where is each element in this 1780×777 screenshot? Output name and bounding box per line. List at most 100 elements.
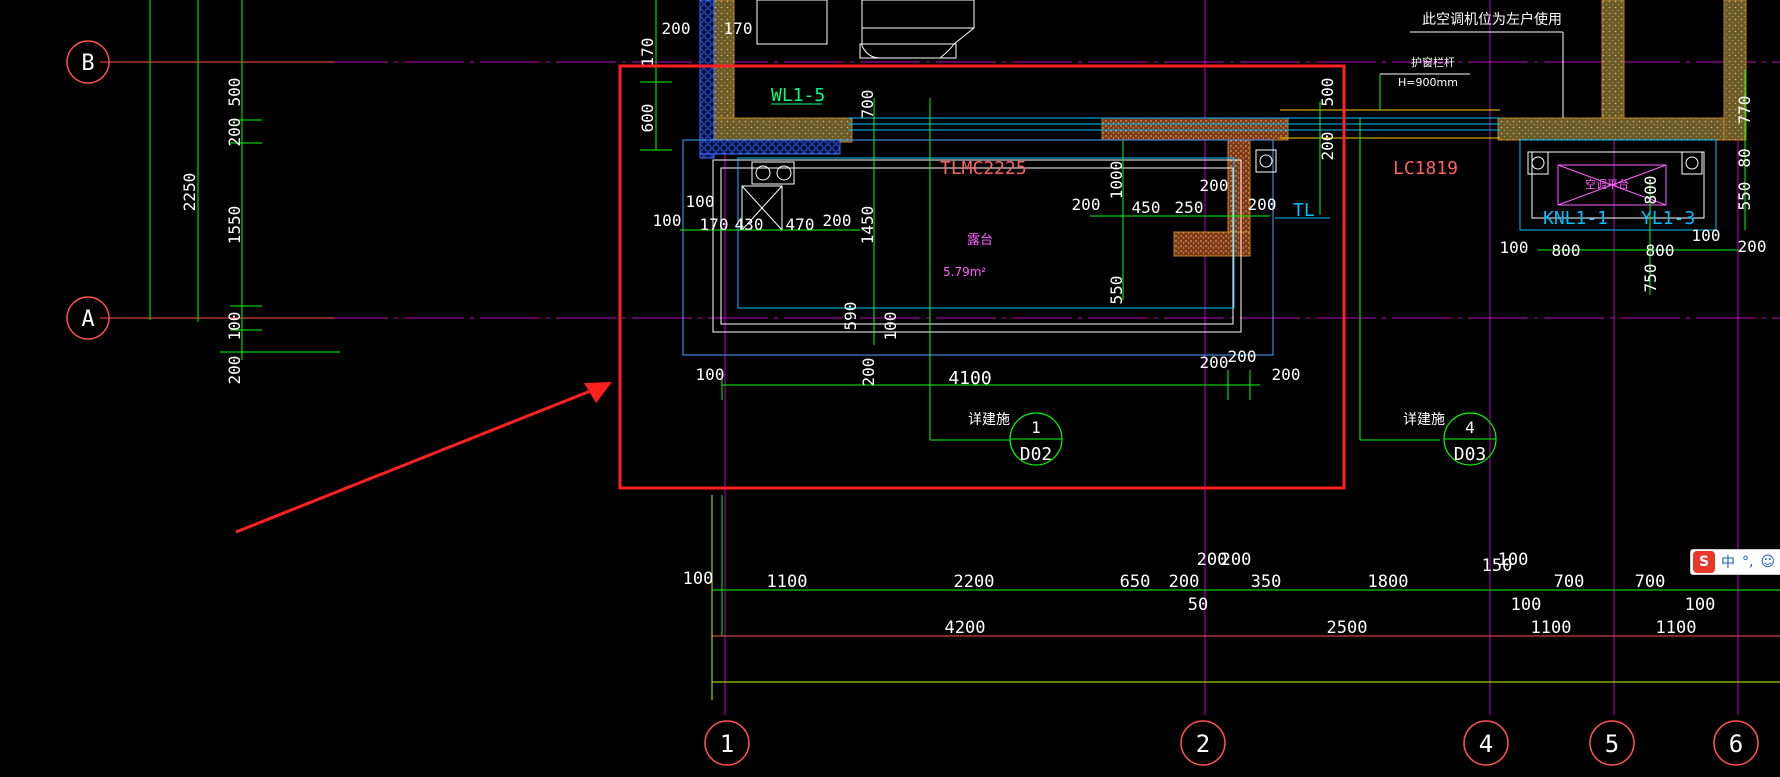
svg-text:170: 170 <box>638 38 657 67</box>
svg-text:100: 100 <box>653 211 682 230</box>
svg-text:200: 200 <box>1248 195 1277 214</box>
rail-note: 护窗栏杆 <box>1411 55 1455 69</box>
walls <box>699 0 1747 257</box>
svg-text:1100: 1100 <box>767 572 808 592</box>
tag-window: LC1819 <box>1393 158 1458 179</box>
svg-text:1000: 1000 <box>1107 161 1126 200</box>
tag-tl: TL <box>1293 200 1315 221</box>
svg-text:170: 170 <box>724 19 753 38</box>
svg-text:1: 1 <box>720 730 734 758</box>
svg-text:500: 500 <box>1318 78 1337 107</box>
svg-text:D03: D03 <box>1454 444 1487 465</box>
svg-text:550: 550 <box>1735 182 1754 211</box>
svg-text:100: 100 <box>1692 226 1721 245</box>
svg-text:150: 150 <box>1482 556 1513 576</box>
svg-text:80: 80 <box>1735 148 1754 167</box>
svg-text:750: 750 <box>1641 264 1660 293</box>
svg-text:700: 700 <box>1554 572 1585 592</box>
ime-emoji-icon[interactable]: ☺ <box>1760 554 1776 570</box>
fixtures <box>741 149 1703 231</box>
svg-text:200: 200 <box>1200 176 1229 195</box>
svg-text:4: 4 <box>1465 418 1475 437</box>
svg-text:500: 500 <box>225 78 244 107</box>
balcony-outlines <box>682 109 1717 356</box>
svg-text:200: 200 <box>225 118 244 147</box>
svg-text:2200: 2200 <box>954 572 995 592</box>
svg-text:1800: 1800 <box>1368 572 1409 592</box>
svg-text:200: 200 <box>1272 365 1301 384</box>
svg-text:100: 100 <box>881 312 900 341</box>
tag-wl: WL1-5 <box>771 85 825 106</box>
balcony-name: 露台 <box>967 233 993 248</box>
rail-height: H=900mm <box>1398 76 1458 89</box>
svg-text:590: 590 <box>841 302 860 331</box>
svg-text:5: 5 <box>1605 730 1619 758</box>
svg-text:2500: 2500 <box>1327 618 1368 638</box>
axis-bubble-5: 5 <box>1589 720 1635 766</box>
svg-text:550: 550 <box>1107 276 1126 305</box>
svg-text:770: 770 <box>1735 96 1754 125</box>
svg-text:200: 200 <box>662 19 691 38</box>
svg-text:650: 650 <box>1120 572 1151 592</box>
svg-text:470: 470 <box>786 215 815 234</box>
bottom-dimension-lines <box>711 495 1780 700</box>
balcony-dimension-lines <box>640 0 1746 441</box>
left-dimension-texts: 2250 500 200 1550 100 200 <box>180 78 244 385</box>
detail-callout-4: 详建施 4 D03 <box>1403 412 1497 466</box>
svg-text:700: 700 <box>1635 572 1666 592</box>
svg-text:1550: 1550 <box>225 206 244 245</box>
upper-furniture <box>756 0 975 59</box>
tag-yl: YL1-3 <box>1641 208 1695 229</box>
svg-text:100: 100 <box>686 192 715 211</box>
svg-text:100: 100 <box>1685 595 1716 615</box>
bottom-dims-row1-extra: 100 200 50 100 100 100 <box>683 550 1716 615</box>
svg-text:200: 200 <box>1072 195 1101 214</box>
axis-bubble-2: 2 <box>1180 720 1226 766</box>
svg-text:详建施: 详建施 <box>968 412 1010 428</box>
axis-bubble-1: 1 <box>704 720 750 766</box>
tag-knl: KNL1-1 <box>1543 208 1608 229</box>
notes: 此空调机位为左户使用 护窗栏杆 H=900mm <box>1379 11 1564 118</box>
svg-text:D02: D02 <box>1020 444 1053 465</box>
left-dimension-chain <box>100 0 340 360</box>
svg-text:100: 100 <box>225 312 244 341</box>
svg-text:4200: 4200 <box>945 618 986 638</box>
highlight-box <box>618 64 1346 490</box>
svg-text:50: 50 <box>1188 595 1208 615</box>
svg-text:100: 100 <box>1498 550 1529 570</box>
svg-text:700: 700 <box>858 90 877 119</box>
svg-text:详建施: 详建施 <box>1403 412 1445 428</box>
svg-text:200: 200 <box>1197 550 1228 570</box>
svg-text:200: 200 <box>1228 347 1257 366</box>
svg-text:450: 450 <box>1132 198 1161 217</box>
svg-text:100: 100 <box>696 365 725 384</box>
svg-text:200: 200 <box>1221 550 1252 570</box>
svg-text:4100: 4100 <box>948 368 991 389</box>
svg-text:200: 200 <box>1738 237 1767 256</box>
svg-text:1100: 1100 <box>1531 618 1572 638</box>
axis-bubble-6: 6 <box>1713 720 1759 766</box>
svg-text:430: 430 <box>735 215 764 234</box>
svg-text:200: 200 <box>225 356 244 385</box>
bottom-dims-row2: 4200 2500 1100 1100 <box>945 618 1697 638</box>
svg-text:200: 200 <box>823 211 852 230</box>
axis-bubble-4: 4 <box>1463 720 1509 766</box>
svg-text:2250: 2250 <box>180 173 199 212</box>
svg-text:4: 4 <box>1479 730 1493 758</box>
svg-text:2: 2 <box>1196 730 1210 758</box>
ime-punct-toggle[interactable]: °, <box>1742 554 1754 570</box>
detail-callout-1: 详建施 1 D02 <box>968 412 1063 466</box>
svg-text:250: 250 <box>1175 198 1204 217</box>
axis-label-B: B <box>81 51 94 76</box>
svg-text:800: 800 <box>1641 176 1660 205</box>
component-tags: WL1-5 TLMC2225 LC1819 TL KNL1-1 YL1-3 露台… <box>771 85 1695 279</box>
svg-text:1100: 1100 <box>1656 618 1697 638</box>
ime-logo-icon[interactable]: S <box>1693 551 1715 573</box>
axis-label-A: A <box>81 307 94 332</box>
ime-lang-toggle[interactable]: 中 <box>1721 555 1735 571</box>
balcony-dimension-texts: 200 170 170 600 700 100 100 170 430 470 … <box>638 19 1766 389</box>
ime-toolbar[interactable]: S 中 °, ☺ <box>1690 549 1780 575</box>
svg-text:100: 100 <box>683 569 714 589</box>
svg-text:200: 200 <box>1169 572 1200 592</box>
